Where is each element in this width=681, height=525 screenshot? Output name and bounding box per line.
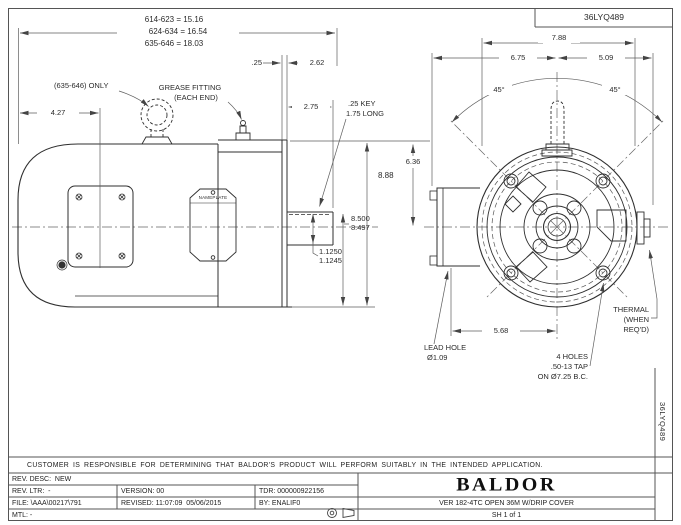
cover-screws: [75, 193, 126, 260]
revised: REVISED: 11:07:09 05/06/2015: [121, 500, 222, 507]
dim-5-68: 5.68: [482, 326, 520, 336]
shaft: [287, 211, 334, 246]
by: BY: ENALIF0: [259, 500, 301, 507]
grease-fitting: [235, 120, 251, 141]
mtl: MTL: -: [12, 512, 33, 519]
dim-shaft-height-max: 8.500: [351, 214, 370, 223]
dim-5-09: 5.09: [587, 53, 625, 63]
eyebolt: [140, 98, 174, 145]
drain-bolt: [56, 259, 68, 271]
length-note-3: 635-646 = 18.03: [144, 39, 204, 48]
tap-note-line3: ON Ø7.25 B.C.: [537, 372, 588, 381]
nameplate-label: NAMEPLATE: [198, 195, 228, 200]
dim-4-27: 4.27: [37, 108, 79, 118]
dim-shaft-dia-min: 1.1245: [319, 256, 342, 265]
tap-holes-leader: [589, 282, 605, 367]
angle-arc: [451, 77, 663, 123]
dim-shaft-dia-max: 1.1250: [319, 247, 342, 256]
dim-8-88: 8.88: [378, 171, 394, 180]
lead-hole-note-line2: Ø1.09: [427, 353, 448, 362]
eyebolt-note: (635-646) ONLY: [54, 81, 109, 90]
length-note-2: 624-634 = 16.54: [117, 27, 239, 37]
angle-45-left: 45°: [486, 85, 512, 95]
eyebolt-top: [541, 100, 573, 157]
grease-note-line2: (EACH END): [174, 93, 218, 102]
drip-cover-outline: [17, 143, 218, 308]
eyebolt-leader: [118, 90, 149, 107]
disclaimer: CUSTOMER IS RESPONSIBLE FOR DETERMINING …: [27, 462, 543, 469]
conduit-box: [429, 187, 480, 267]
baldor-logo: BALDOR: [456, 474, 557, 496]
tap-note-line1: 4 HOLES: [556, 352, 588, 361]
dim-2-62: 2.62: [298, 58, 336, 68]
c-face: [281, 140, 288, 307]
thermal-note-line2: (WHEN: [623, 315, 649, 324]
version: VERSION: 00: [121, 488, 165, 495]
drawing-number-top: 36LYQ489: [583, 12, 624, 22]
dim-shaft-height-min: 8.497: [351, 223, 370, 232]
side-view-linework: [12, 98, 378, 308]
face-holes: [532, 200, 582, 254]
dim-0-25: .25: [251, 58, 262, 67]
dim-2-75: 2.75: [292, 102, 330, 112]
dim-6-75: 6.75: [499, 53, 537, 63]
key-note-line1: .25 KEY: [348, 99, 376, 108]
dim-7-88: 7.88: [538, 33, 580, 43]
conduit-box-cover: [67, 185, 134, 268]
key-leader: [319, 118, 347, 207]
shaft-end: [523, 193, 591, 261]
end-view-linework: [424, 72, 668, 342]
product-description: VER 182-4TC OPEN 36M W/DRIP COVER: [439, 500, 574, 507]
angle-45-right: 45°: [602, 85, 628, 95]
end-view-dimensions: [431, 38, 663, 367]
tap-note-line2: .50-13 TAP: [550, 362, 588, 371]
grease-leader: [227, 101, 242, 120]
tap-holes: [503, 173, 611, 281]
vent-cutouts: [504, 171, 627, 283]
third-angle-projection-icon: [327, 507, 355, 519]
file-path: FILE: \AAA\00217\791: [12, 500, 82, 507]
thermal-note-line1: THERMAL: [613, 305, 649, 314]
motor-frame: [218, 139, 292, 308]
sheet-border: [8, 8, 673, 521]
drawing-number-side: 36LYQ489: [658, 402, 667, 442]
lead-hole-leader: [433, 270, 449, 345]
thermal-leader: [648, 249, 658, 319]
dim-6-36: 6.36: [395, 157, 431, 167]
tdr: TDR: 000000922156: [259, 488, 324, 495]
bolt-circle: [491, 161, 623, 293]
thermal-protector: [636, 211, 651, 245]
key-note-line2: 1.75 LONG: [346, 109, 384, 118]
rev-ltr: REV. LTR: -: [12, 488, 51, 495]
length-note-1: 614-623 = 15.16: [144, 15, 204, 24]
thermal-note-line3: REQ'D): [623, 325, 649, 334]
nameplate: [189, 188, 237, 262]
grease-note-line1: GREASE FITTING: [158, 83, 222, 92]
rev-desc: REV. DESC: NEW: [12, 476, 72, 483]
sheet-number: SH 1 of 1: [491, 512, 522, 519]
lead-hole-note-line1: LEAD HOLE: [424, 343, 467, 352]
diagonal-centerlines: [448, 118, 666, 300]
